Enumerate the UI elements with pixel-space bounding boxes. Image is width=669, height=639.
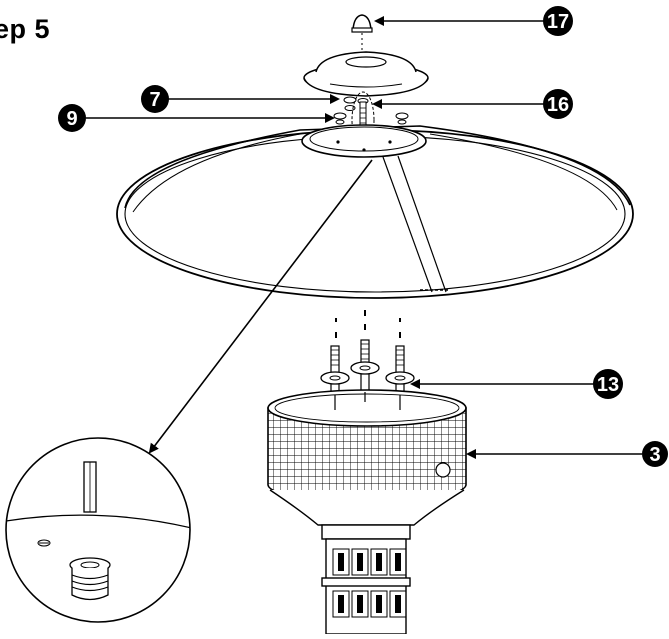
magnified-detail [5, 437, 191, 623]
step-title: ep 5 [0, 14, 51, 44]
bolt-guide-dashes [335, 310, 401, 338]
callout-17: 17 [543, 6, 573, 36]
detail-leader-arrow [148, 159, 373, 454]
top-cap-part [351, 14, 373, 33]
callout-7: 7 [141, 85, 169, 113]
callout-9: 9 [58, 104, 86, 132]
callout-3: 3 [642, 441, 668, 467]
callout-13: 13 [593, 369, 623, 399]
callout-arrows [86, 16, 642, 459]
svg-text:16: 16 [547, 94, 569, 116]
callout-16: 16 [543, 89, 573, 119]
svg-text:7: 7 [149, 89, 160, 111]
post-section-part [321, 524, 411, 635]
svg-text:17: 17 [547, 11, 569, 33]
reflector-dome-part [303, 51, 429, 97]
svg-text:9: 9 [66, 108, 77, 130]
svg-text:13: 13 [597, 374, 619, 396]
emitter-screen-part [267, 389, 467, 526]
svg-text:3: 3 [649, 444, 660, 466]
heat-shield-part [116, 124, 634, 299]
